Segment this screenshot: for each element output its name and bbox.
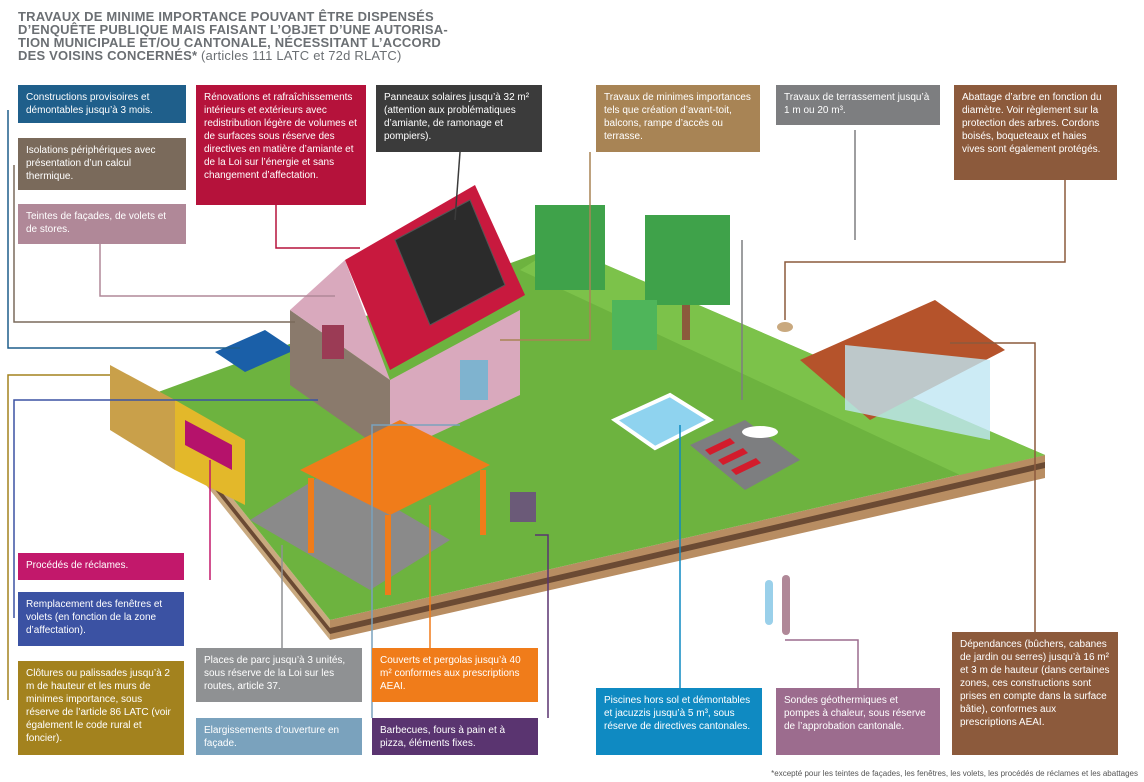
greenhouse-glass: [845, 345, 990, 440]
tree-stump: [777, 322, 793, 332]
title-line-3: TION MUNICIPALE ET/OU CANTONALE, NÉCESSI…: [18, 35, 441, 50]
window-upper: [322, 325, 344, 359]
leader-barbecues: [535, 534, 549, 718]
pergola-post-1: [308, 478, 314, 553]
box-sondes: Sondes géothermiques et pompes à chaleur…: [776, 688, 940, 755]
box-dependances: Dépendances (bûchers, cabanes de jardin …: [952, 632, 1118, 755]
terrace-deck: [690, 420, 800, 490]
house-gable: [290, 260, 390, 380]
leader-constructions: [7, 110, 240, 349]
page-title: TRAVAUX DE MINIME IMPORTANCE POUVANT ÊTR…: [18, 10, 538, 62]
pergola-roof: [300, 420, 490, 515]
leader-sondes: [785, 639, 859, 688]
tent-roof: [215, 330, 295, 372]
geothermal-probe: [765, 580, 773, 625]
title-line-1: TRAVAUX DE MINIME IMPORTANCE POUVANT ÊTR…: [18, 9, 434, 24]
leader-isolations: [13, 165, 295, 323]
trees: [535, 205, 793, 350]
barbecue: [510, 492, 536, 522]
box-places: Places de parc jusqu’à 3 unités, sous ré…: [196, 648, 362, 702]
box-piscines: Piscines hors sol et démontables et jacu…: [596, 688, 762, 755]
box-reclames: Procédés de réclames.: [18, 553, 184, 580]
sun-lounger-3: [731, 458, 761, 475]
leader-abattage: [784, 180, 1066, 320]
pergola: [300, 420, 490, 595]
leader-panneaux: [454, 151, 461, 221]
leader-teintes: [99, 240, 335, 297]
box-clotures: Clôtures ou palissades jusqu’à 2 m de ha…: [18, 661, 184, 755]
leader-clotures: [7, 374, 110, 700]
tree-1: [535, 205, 605, 290]
leader-renovations: [275, 205, 360, 249]
box-constructions: Constructions provisoires et démontables…: [18, 85, 186, 123]
terrace: [690, 420, 800, 490]
tree-2: [645, 215, 730, 305]
box-renovations: Rénovations et rafraîchissements intérie…: [196, 85, 366, 205]
geothermal-probe-2: [782, 575, 790, 635]
footnote: *excepté pour les teintes de façades, le…: [771, 769, 1138, 778]
sun-lounger-1: [705, 438, 735, 455]
leader-minimes: [500, 152, 591, 341]
billboard: [185, 420, 232, 470]
title-line-2: D’ENQUÊTE PUBLIQUE MAIS FAISANT L’OBJET …: [18, 22, 448, 37]
pool-basin: [610, 392, 715, 451]
tree-3: [612, 300, 657, 350]
pool: [610, 392, 715, 451]
greenhouse: [800, 300, 1005, 440]
parasol: [742, 426, 778, 438]
leader-lines: [7, 110, 1066, 718]
house: [290, 185, 525, 455]
fence-panel: [110, 365, 175, 470]
title-reference: (articles 111 LATC et 72d RLATC): [197, 48, 402, 63]
box-couverts: Couverts et pergolas jusqu’à 40 m² confo…: [372, 648, 538, 702]
house-left-wall: [290, 310, 390, 455]
ground-slab: [150, 245, 1045, 640]
pergola-post-2: [385, 515, 391, 595]
box-elargissements: Elargissements d’ouverture en façade.: [196, 718, 362, 755]
fence: [110, 365, 245, 505]
sun-lounger-2: [718, 448, 748, 465]
leader-remplacement: [13, 399, 318, 618]
pergola-post-3: [480, 470, 486, 535]
leader-elargissements: [371, 424, 460, 718]
title-line-4: DES VOISINS CONCERNÉS* (articles 111 LAT…: [18, 49, 538, 62]
box-terrassement: Travaux de terrassement jusqu’à 1 m ou 2…: [776, 85, 940, 125]
box-panneaux: Panneaux solaires jusqu’à 32 m² (attenti…: [376, 85, 542, 152]
leader-dependances: [950, 342, 1036, 632]
box-barbecues: Barbecues, fours à pain et à pizza, élém…: [372, 718, 538, 755]
box-remplacement: Remplacement des fenêtres et volets (en …: [18, 592, 184, 646]
driveway: [250, 470, 450, 590]
house-front-wall: [390, 310, 520, 455]
window-lower: [460, 360, 488, 400]
box-isolations: Isolations périphériques avec présentati…: [18, 138, 186, 190]
solar-panel: [394, 199, 506, 326]
box-teintes: Teintes de façades, de volets et de stor…: [18, 204, 186, 244]
box-minimes: Travaux de minimes importances tels que …: [596, 85, 760, 152]
box-abattage: Abattage d’arbre en fonction du diamètre…: [954, 85, 1117, 180]
title-line-4-text: DES VOISINS CONCERNÉS*: [18, 48, 198, 63]
tree-trunk: [682, 305, 690, 340]
